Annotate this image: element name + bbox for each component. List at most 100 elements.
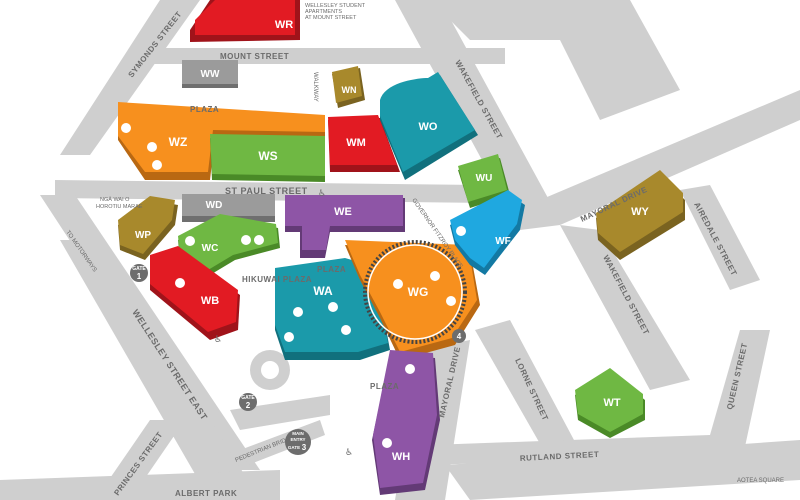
building-wy[interactable]: WY: [596, 170, 685, 260]
bus-icon: [241, 235, 251, 245]
bus-icon: [284, 332, 294, 342]
building-wf-label: WF: [495, 236, 511, 247]
gate-3-main: MAIN: [292, 431, 304, 436]
accessible-icon: ♿: [214, 335, 222, 345]
accessible-icon: ♿: [345, 448, 353, 458]
gate-3-entry: ENTRY: [290, 437, 305, 442]
road-symonds: [60, 0, 200, 155]
bus-icon: [382, 438, 392, 448]
road-upper-right-2: [540, 0, 680, 120]
info-icon: [341, 325, 351, 335]
building-wf[interactable]: WF: [450, 190, 525, 275]
info-icon: [328, 302, 338, 312]
building-we[interactable]: WE: [285, 195, 405, 258]
bus-icon: [393, 279, 403, 289]
building-wa-label: WA: [313, 284, 333, 298]
building-ww[interactable]: WW: [182, 60, 238, 88]
label-rutland-street: RUTLAND STREET: [520, 450, 600, 463]
building-ww-label: WW: [201, 69, 220, 80]
gate-4[interactable]: 4: [452, 329, 466, 343]
cafe-icon: [430, 271, 440, 281]
building-wp-label: WP: [135, 230, 151, 241]
road-lower-right: [445, 440, 800, 500]
gate-1[interactable]: GATE 1: [130, 264, 148, 282]
note-wellesley-apartments-1: WELLESLEY STUDENT: [305, 3, 366, 9]
label-st-paul-street: ST PAUL STREET: [225, 186, 308, 196]
info-icon: [446, 296, 456, 306]
road-wellesley: [60, 240, 260, 500]
building-wz[interactable]: WZ: [118, 102, 325, 180]
road-airedale: [680, 185, 760, 290]
building-wb-label: WB: [201, 295, 219, 307]
cafe-icon: [405, 364, 415, 374]
accessible-markers: ♿ ♿ ♿: [214, 189, 353, 458]
road-lorne: [475, 320, 590, 470]
bus-icon: [152, 160, 162, 170]
building-wc[interactable]: WC: [178, 214, 280, 275]
cafe-icon: [147, 142, 157, 152]
gate-2[interactable]: GATE 2: [239, 393, 257, 411]
building-wm[interactable]: WM: [328, 115, 400, 172]
building-wd-label: WD: [206, 200, 223, 211]
bus-icon: [254, 235, 264, 245]
label-walkway: WALKWAY: [312, 72, 318, 102]
gate-3-number: 3: [302, 443, 307, 452]
label-aotea-square: AOTEA SQUARE: [737, 478, 784, 484]
road-mayoral-upper: [520, 90, 800, 230]
note-marae-2: HOROTIU MARAE: [96, 204, 143, 210]
highlight-ring-inner: [367, 244, 463, 340]
roundabout-center: [261, 361, 279, 379]
building-we-label: WE: [334, 206, 352, 218]
gate-2-number: 2: [246, 401, 251, 410]
building-wo[interactable]: WO: [380, 72, 478, 180]
building-wu[interactable]: WU: [458, 154, 510, 208]
cafe-icon: [185, 236, 195, 246]
bus-icon: [121, 123, 131, 133]
bus-icon: [456, 226, 466, 236]
building-wb[interactable]: WB: [150, 246, 240, 340]
building-wd[interactable]: WD: [182, 194, 275, 222]
building-wn[interactable]: WN: [332, 66, 365, 108]
building-wa[interactable]: WA: [275, 258, 390, 360]
building-wo-label: WO: [419, 121, 438, 133]
building-wh-label: WH: [392, 451, 410, 463]
building-wy-label: WY: [631, 206, 649, 218]
notes: WELLESLEY STUDENT APARTMENTS AT MOUNT ST…: [96, 3, 366, 210]
cafe-icon: [293, 307, 303, 317]
gate-3-label: GATE: [288, 445, 300, 450]
building-wg-label: WG: [408, 285, 429, 299]
gate-1-label: GATE: [132, 266, 146, 272]
building-wh[interactable]: WH: [372, 350, 440, 495]
gate-2-label: GATE: [241, 395, 255, 401]
building-wm-label: WM: [346, 137, 366, 149]
building-wn-label: WN: [342, 85, 357, 95]
road-wakefield-lower: [560, 225, 690, 390]
label-albert-park: ALBERT PARK: [175, 489, 237, 498]
note-marae-1: NGĀ WAI O: [100, 196, 130, 203]
label-plaza-mid: PLAZA: [317, 265, 346, 274]
building-wt-label: WT: [603, 397, 620, 409]
building-ws[interactable]: WS: [210, 134, 325, 182]
building-wr[interactable]: WR: [190, 0, 300, 42]
building-wu-label: WU: [476, 173, 493, 184]
gate-4-number: 4: [457, 332, 462, 341]
gate-3[interactable]: MAIN ENTRY GATE 3: [285, 429, 311, 455]
label-mount-street: MOUNT STREET: [220, 52, 289, 61]
accessible-icon: ♿: [318, 189, 326, 199]
road-mid-link: [230, 395, 330, 430]
building-wr-label: WR: [275, 19, 293, 31]
building-wp[interactable]: WP: [118, 196, 178, 260]
building-wt[interactable]: WT: [575, 368, 645, 438]
road-wakefield-upper: [395, 0, 560, 230]
note-wellesley-apartments-2: APARTMENTS: [305, 9, 342, 15]
gate-1-number: 1: [137, 272, 142, 281]
label-hikuwai-plaza: HIKUWAI PLAZA: [242, 275, 312, 284]
road-albert: [0, 470, 280, 500]
road-queen: [700, 330, 770, 470]
label-plaza-lower: PLAZA: [370, 382, 399, 391]
buildings: WR WW WN WZ WS: [118, 0, 685, 495]
note-wellesley-apartments-3: AT MOUNT STREET: [305, 15, 357, 21]
building-wc-label: WC: [202, 243, 219, 254]
